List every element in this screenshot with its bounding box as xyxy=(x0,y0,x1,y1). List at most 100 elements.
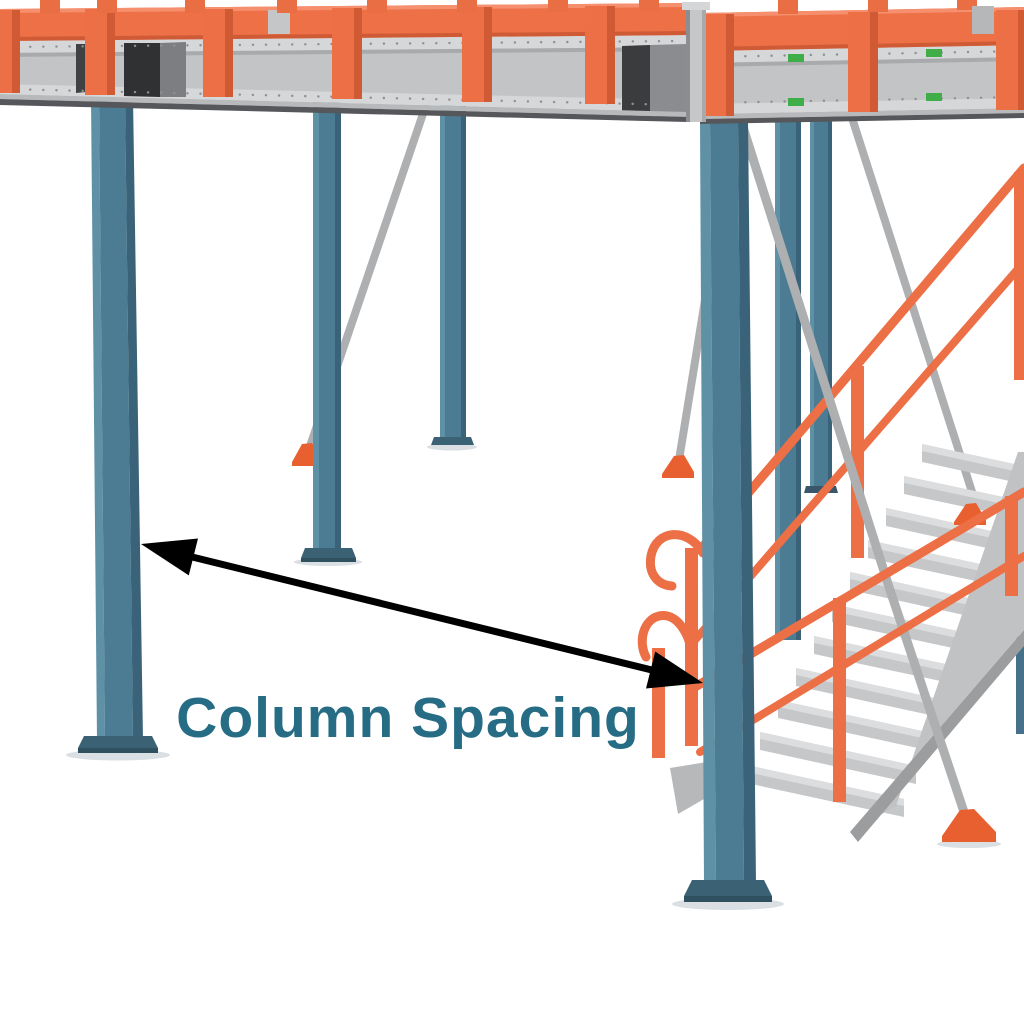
corner-recess-side xyxy=(650,44,686,118)
handrail-curl-icon xyxy=(645,530,708,591)
column-face xyxy=(710,120,744,884)
column-face xyxy=(125,98,143,740)
rail-stub xyxy=(868,0,888,12)
column-mid xyxy=(427,102,477,451)
column-back-right-pair xyxy=(775,120,838,640)
rail-stub xyxy=(97,0,117,13)
column-face xyxy=(738,120,756,884)
rail-post-edge xyxy=(607,6,615,104)
base-plate-edge xyxy=(78,748,158,753)
column-face xyxy=(335,100,341,552)
column-face xyxy=(780,120,796,640)
column-face xyxy=(814,120,828,488)
rail-stub xyxy=(367,0,387,13)
tread-top xyxy=(868,540,985,572)
rail-post-edge xyxy=(107,9,115,95)
base-plate xyxy=(431,437,474,445)
rail-post xyxy=(85,9,107,95)
tread-top xyxy=(922,444,1019,472)
rail-post xyxy=(848,12,870,112)
brace-front xyxy=(737,122,969,814)
guardrail-posts-right xyxy=(704,10,1024,116)
rail-post xyxy=(203,9,225,97)
deck-ledge xyxy=(700,108,1024,119)
rail-post xyxy=(704,14,726,116)
spacing-arrow-shaft xyxy=(179,550,665,677)
column-spacing-label: Column Spacing xyxy=(176,686,640,750)
clip-green-icon xyxy=(788,54,804,62)
clip-green-icon xyxy=(788,98,804,106)
column-face xyxy=(461,102,466,440)
column-face xyxy=(99,98,133,740)
brace-foot-icon xyxy=(662,455,694,478)
column-face xyxy=(313,100,319,552)
column-front-left xyxy=(66,98,170,761)
column-face xyxy=(796,120,801,640)
tread-top xyxy=(778,700,927,739)
column-face xyxy=(91,98,105,740)
arrow-head-left-icon xyxy=(141,538,198,576)
deck-ledge xyxy=(0,94,688,117)
beam-notch-side xyxy=(160,42,186,97)
handrail-post xyxy=(1014,172,1024,380)
column-face xyxy=(319,100,335,552)
column-face xyxy=(828,120,832,488)
column-face xyxy=(775,120,780,640)
column-shadow xyxy=(427,443,477,451)
rail-plate xyxy=(268,10,290,34)
rail-post-edge xyxy=(225,9,233,97)
column-front-right xyxy=(672,120,784,910)
tread-top xyxy=(796,668,939,706)
handrail-curl-icon xyxy=(637,611,698,670)
rail-stub xyxy=(185,0,205,13)
corner-post xyxy=(686,4,706,122)
rail-post-edge xyxy=(1018,10,1024,110)
column-face xyxy=(700,120,716,884)
guardrail-posts-left xyxy=(0,6,615,104)
rail-post-edge xyxy=(12,10,20,93)
rail-plate xyxy=(972,6,994,34)
rail-post xyxy=(332,8,354,99)
brace-foot-icon xyxy=(942,809,996,842)
beam-joint xyxy=(76,44,86,93)
tread-top xyxy=(904,476,1008,505)
rail-post xyxy=(0,10,12,93)
brace-right xyxy=(848,116,978,500)
rail-post-edge xyxy=(354,8,362,99)
handrail-post xyxy=(1005,496,1018,596)
column-spacing-annotation: Column Spacing xyxy=(141,538,703,750)
rivet-row xyxy=(2,39,682,49)
corner-recess xyxy=(622,45,650,116)
rail-stub xyxy=(457,0,477,13)
rail-post-edge xyxy=(726,14,734,116)
deck-bottom-edge xyxy=(700,113,1024,124)
base-plate xyxy=(78,736,158,748)
rail-post xyxy=(996,10,1018,110)
stair-support-brace xyxy=(737,122,1001,848)
rail-stub xyxy=(778,0,798,14)
rail-post xyxy=(585,6,607,104)
deck-bottom-edge xyxy=(0,99,688,122)
stair-treads xyxy=(742,444,1019,817)
corner-post-cap xyxy=(682,2,710,10)
handrail-top xyxy=(695,163,1024,555)
tread-top xyxy=(742,764,904,806)
guardrail-stubs-left xyxy=(40,0,659,13)
far-column-sliver xyxy=(1016,636,1024,734)
rail-stub xyxy=(639,0,659,11)
guardrail-stubs-right xyxy=(778,0,977,14)
rail-post xyxy=(462,7,484,102)
clip-green-icon xyxy=(926,49,942,57)
base-plate xyxy=(301,548,356,558)
beam-notch xyxy=(124,43,160,97)
column-face xyxy=(810,120,814,488)
rail-stub xyxy=(548,0,568,12)
mezzanine-deck-right xyxy=(700,0,1024,124)
rail-stub xyxy=(957,0,977,10)
tread-top xyxy=(886,508,996,539)
rail-post-edge xyxy=(870,12,878,112)
arrow-head-right-icon xyxy=(646,651,703,689)
base-plate-edge xyxy=(301,558,356,562)
base-plate-edge xyxy=(684,896,772,902)
corner-post-edge xyxy=(702,4,706,122)
